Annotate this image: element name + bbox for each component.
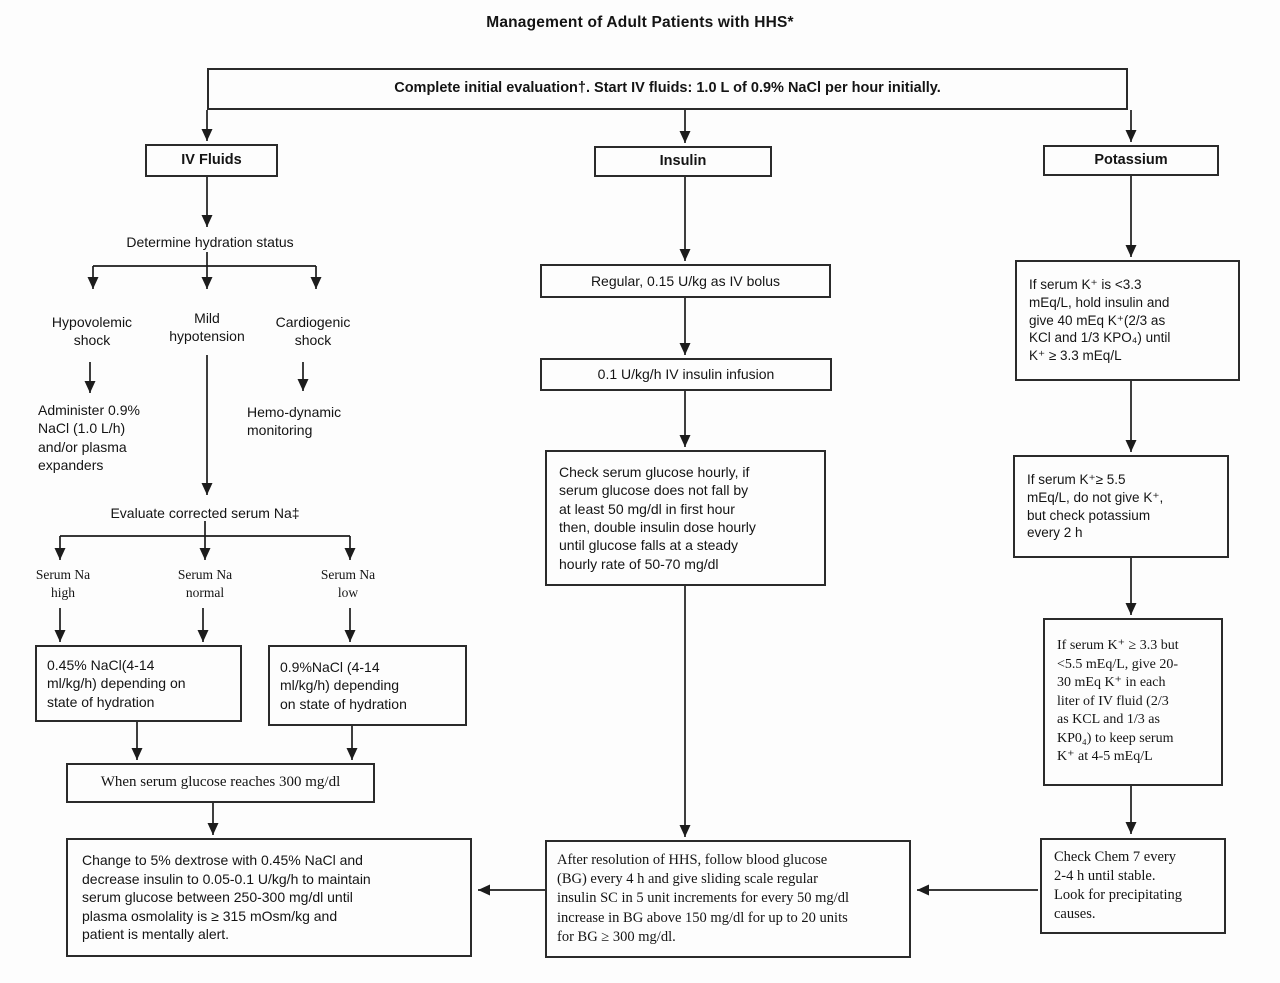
node-check-chem7: Check Chem 7 every 2-4 h until stable. L… [1040, 838, 1226, 934]
node-change-to-dextrose: Change to 5% dextrose with 0.45% NaCl an… [66, 838, 472, 957]
node-k-3-3-to-5-5: If serum K⁺ ≥ 3.3 but <5.5 mEq/L, give 2… [1043, 618, 1223, 786]
node-k-above-5-5: If serum K⁺≥ 5.5 mEq/L, do not give K⁺, … [1013, 455, 1229, 558]
node-iv-infusion: 0.1 U/kg/h IV insulin infusion [540, 358, 832, 391]
node-nacl-09: 0.9%NaCl (4-14 ml/kg/h) depending on sta… [268, 645, 467, 726]
node-glucose-reaches-300: When serum glucose reaches 300 mg/dl [66, 763, 375, 803]
node-after-resolution: After resolution of HHS, follow blood gl… [545, 840, 911, 958]
label-mild-hypotension: Mild hypotension [169, 310, 245, 345]
label-hypovolemic-shock: Hypovolemic shock [51, 314, 133, 349]
label-serum-na-high: Serum Na high [35, 567, 91, 600]
node-iv-bolus: Regular, 0.15 U/kg as IV bolus [540, 264, 831, 298]
label-serum-na-low: Serum Na low [320, 567, 376, 600]
node-check-glucose-hourly: Check serum glucose hourly, if serum glu… [545, 450, 826, 586]
label-determine-hydration-status: Determine hydration status [126, 234, 294, 250]
label-hemodynamic-monitoring: Hemo-dynamic monitoring [247, 404, 342, 439]
label-cardiogenic-shock: Cardiogenic shock [275, 314, 351, 349]
label-serum-na-normal: Serum Na normal [177, 567, 233, 600]
label-administer-nacl: Administer 0.9% NaCl (1.0 L/h) and/or pl… [38, 402, 140, 474]
label-evaluate-serum-na: Evaluate corrected serum Na‡ [110, 505, 300, 521]
node-initial-evaluation: Complete initial evaluation†. Start IV f… [207, 68, 1128, 110]
node-potassium-header: Potassium [1043, 145, 1219, 176]
diagram-title: Management of Adult Patients with HHS* [486, 14, 794, 31]
node-insulin-header: Insulin [594, 146, 772, 177]
node-iv-fluids-header: IV Fluids [145, 144, 278, 177]
node-k-below-3-3: If serum K⁺ is <3.3 mEq/L, hold insulin … [1015, 260, 1240, 381]
node-nacl-045: 0.45% NaCl(4-14 ml/kg/h) depending on st… [35, 645, 242, 722]
